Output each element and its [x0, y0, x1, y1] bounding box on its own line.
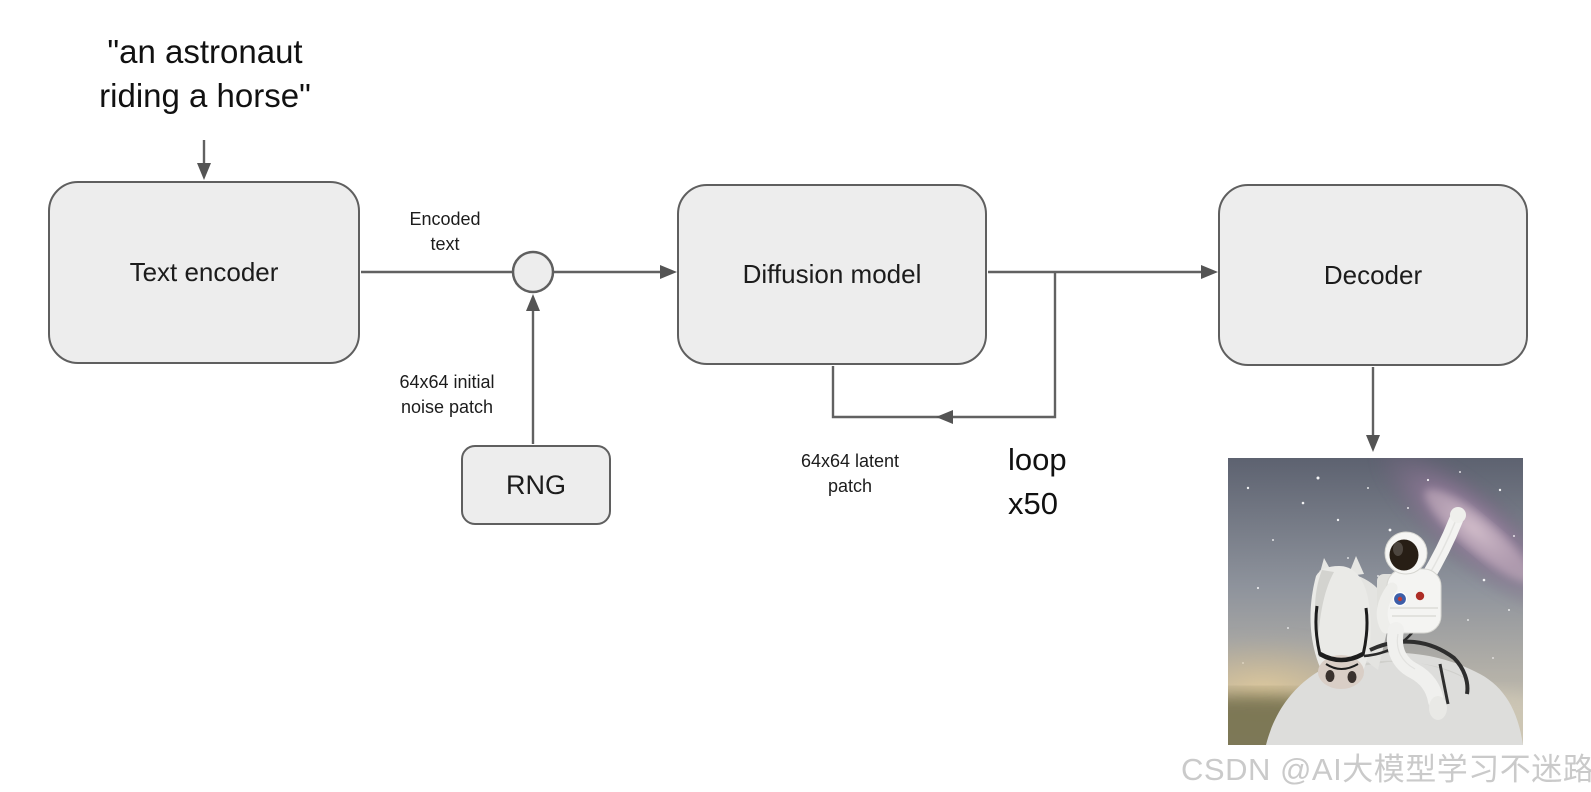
latent-patch-line-1: 64x64 latent — [800, 451, 900, 471]
astronaut-horse-illustration — [1228, 458, 1523, 745]
initial-noise-line-1: 64x64 initial — [399, 372, 495, 392]
latent-patch-label: 64x64 latent patch — [770, 449, 930, 499]
text-encoder-label: Text encoder — [129, 257, 279, 287]
loop-line-2: x50 — [1008, 486, 1058, 521]
diffusion-model-node: Diffusion model — [677, 184, 987, 365]
arrowhead-right-decoder — [1201, 265, 1218, 279]
arrowhead-right-diffusion — [660, 265, 677, 279]
prompt-line-1: "an astronaut — [107, 33, 303, 70]
encoded-text-label: Encoded text — [383, 207, 507, 257]
loop-line-1: loop — [1008, 442, 1067, 477]
watermark-text: CSDN @AI大模型学习不迷路 — [1181, 752, 1591, 787]
latent-patch-line-2: patch — [827, 476, 873, 496]
decoder-node: Decoder — [1218, 184, 1528, 366]
arrowhead-down-image — [1366, 435, 1380, 452]
encoded-text-line-2: text — [430, 234, 460, 254]
loop-count-label: loop x50 — [1008, 438, 1067, 526]
initial-noise-label: 64x64 initial noise patch — [372, 370, 522, 420]
rng-label: RNG — [506, 469, 566, 500]
rng-node: RNG — [461, 445, 611, 525]
text-encoder-node: Text encoder — [48, 181, 360, 364]
merge-circle-node — [511, 250, 555, 294]
encoded-text-line-1: Encoded — [409, 209, 481, 229]
arrowhead-down-prompt — [197, 163, 211, 180]
decoder-label: Decoder — [1323, 259, 1423, 290]
generated-image — [1228, 458, 1523, 745]
prompt-text: "an astronaut riding a horse" — [60, 30, 350, 118]
arrowhead-up-merge — [526, 294, 540, 311]
prompt-line-2: riding a horse" — [99, 77, 311, 114]
diffusion-model-label: Diffusion model — [742, 259, 922, 289]
arrowhead-left-loop — [936, 410, 953, 424]
initial-noise-line-2: noise patch — [400, 397, 494, 417]
